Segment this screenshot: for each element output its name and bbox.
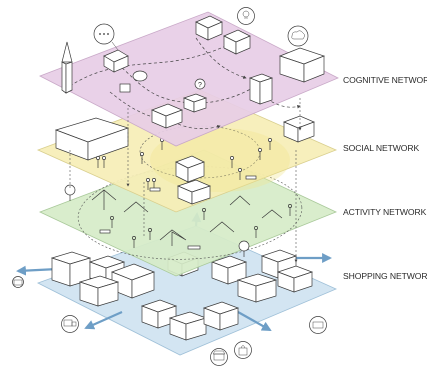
lightbulb-icon — [237, 7, 255, 25]
house — [283, 115, 315, 143]
speech-bubble-icon — [93, 23, 119, 51]
layer-connectors — [69, 98, 302, 263]
cash-register-icon — [12, 276, 24, 288]
cognitive-plane — [39, 11, 339, 147]
house — [182, 93, 208, 113]
info-board-icon — [119, 83, 131, 93]
shop-building — [78, 275, 120, 307]
social-buildings — [54, 115, 315, 205]
community-hall — [54, 117, 130, 161]
apartment-block — [248, 73, 274, 105]
shop-building — [168, 311, 208, 341]
house — [103, 49, 129, 73]
activity-network-layer: ACTIVITY NETWORK — [38, 149, 427, 277]
social-people — [96, 138, 272, 192]
speech-bubble-icon — [132, 70, 148, 82]
house — [177, 179, 211, 205]
storefront-icon — [210, 348, 228, 366]
house — [195, 15, 223, 41]
activity-elements — [64, 176, 292, 257]
shopping-bag-icon — [234, 341, 252, 359]
activity-network-label: ACTIVITY NETWORK — [343, 207, 427, 217]
question-mark-icon: ? — [194, 78, 206, 90]
shop-building — [140, 299, 178, 329]
cognitive-buildings — [61, 15, 326, 129]
storefront-icon — [309, 316, 327, 334]
house — [223, 29, 251, 55]
shop-building — [236, 273, 278, 303]
shop-building — [202, 301, 240, 331]
church-tower-icon — [61, 41, 73, 94]
shopping-network-layer: SHOPPING NETWORK — [12, 212, 427, 366]
shopping-network-label: SHOPPING NETWORK — [343, 271, 427, 281]
town-hall — [278, 47, 326, 83]
cognitive-network-layer: ? COGNITIVE NETWORK — [39, 7, 427, 147]
thought-cloud-icon — [287, 25, 309, 47]
social-network-layer: SOCIAL NETWORK — [36, 89, 420, 213]
social-network-label: SOCIAL NETWORK — [343, 143, 419, 153]
house — [175, 155, 205, 183]
delivery-truck-icon — [61, 315, 79, 333]
shop-building — [276, 265, 314, 293]
shop-building — [210, 255, 248, 285]
house — [151, 103, 183, 129]
svg-text:?: ? — [198, 82, 202, 89]
cognitive-network-label: COGNITIVE NETWORK — [343, 75, 427, 85]
